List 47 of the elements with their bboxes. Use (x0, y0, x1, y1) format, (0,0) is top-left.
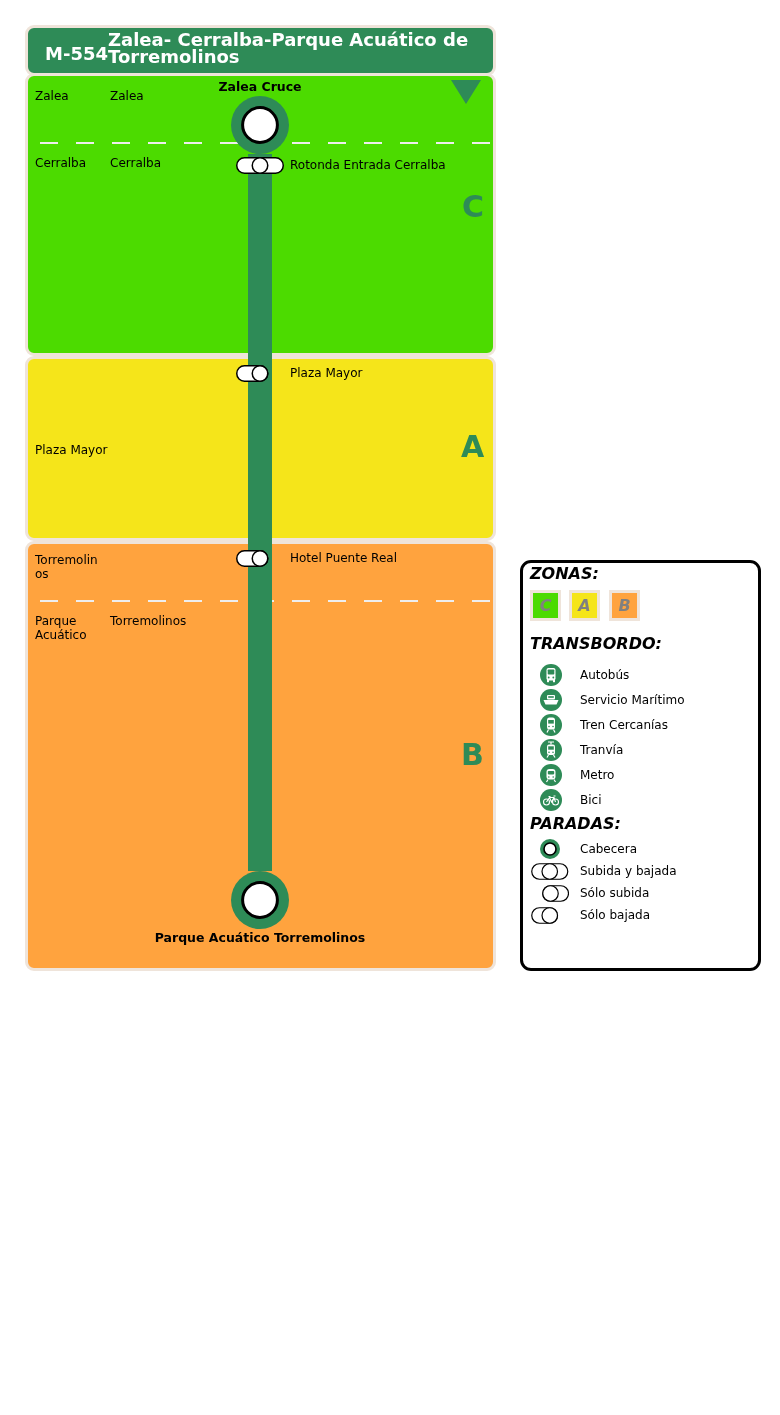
place-name: Zalea (35, 89, 69, 103)
stop-name: Plaza Mayor (290, 366, 363, 380)
legend-text: Sólo bajada (580, 908, 651, 922)
legend-text: Autobús (580, 668, 630, 682)
legend-text: Sólo subida (580, 886, 650, 900)
legend-text: B (618, 596, 631, 615)
place-name: Zalea (110, 89, 144, 103)
route-line (248, 174, 272, 365)
legend-text: A (578, 596, 591, 615)
legend-text: Tranvía (580, 743, 624, 757)
legend-text: Servicio Marítimo (580, 693, 685, 707)
place-name: Cerralba (35, 156, 87, 170)
legend-text: Tren Cercanías (580, 718, 668, 732)
stop-name: Parque Acuático Torremolinos (154, 931, 366, 945)
route-title: Zalea- Cerralba-Parque Acuático de Torremolinos (108, 31, 470, 65)
route-line (248, 567, 272, 871)
terminal-stop-icon (231, 871, 289, 929)
stop-name: Rotonda Entrada Cerralba (290, 158, 446, 172)
legend-text: C (539, 596, 552, 615)
place-name: Plaza Mayor (35, 443, 108, 457)
route-line (248, 382, 272, 550)
route-number: M-554 (45, 44, 108, 64)
legend-text: Bici (580, 793, 602, 807)
zone-panel (25, 541, 496, 971)
zone-letter: B (461, 740, 484, 770)
place-name: Parque Acuático (35, 614, 88, 642)
terminal-stop-icon (231, 96, 289, 154)
stop-icon (236, 157, 284, 174)
route-header (25, 25, 496, 76)
place-name: Cerralba (110, 156, 162, 170)
zone-panel (25, 73, 496, 356)
zone-panel (25, 356, 496, 541)
legend-text: Subida y bajada (580, 864, 677, 878)
route-line (248, 154, 272, 157)
legend-text: Metro (580, 768, 615, 782)
stop-icon (236, 365, 272, 382)
legend-heading: ZONAS: (530, 565, 599, 583)
legend-text: Cabecera (580, 842, 637, 856)
stop-name: Zalea Cruce (218, 80, 302, 94)
legend-heading: TRANSBORDO: (530, 635, 662, 653)
zone-letter: C (462, 192, 485, 222)
stop-name: Hotel Puente Real (290, 551, 397, 565)
stop-icon (236, 550, 272, 567)
legend-heading: PARADAS: (530, 815, 621, 833)
place-name: Torremolinos (35, 553, 99, 581)
place-name: Torremolinos (110, 614, 187, 628)
zone-letter: A (461, 432, 485, 462)
